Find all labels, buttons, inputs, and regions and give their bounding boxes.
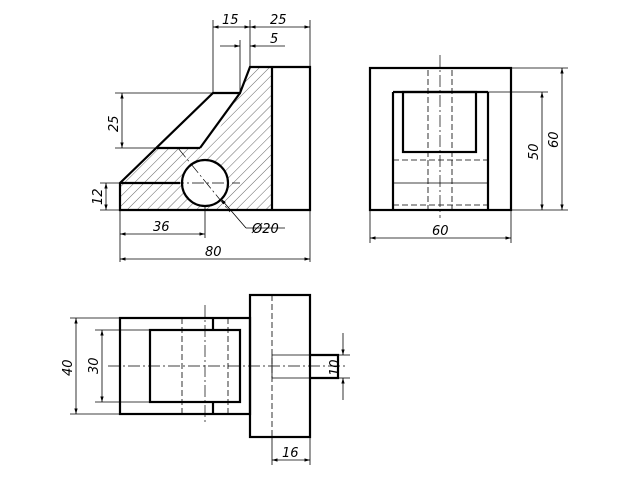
dim-50: 50: [527, 143, 542, 160]
dim-10: 10: [328, 359, 343, 376]
side-boss: [401, 90, 478, 154]
side-view: 50 60 60: [368, 55, 568, 243]
dim-60-bottom: 60: [432, 224, 449, 239]
dim-25-left: 25: [107, 115, 122, 132]
front-section-hatch: [120, 67, 272, 210]
front-hole-fill: [182, 160, 228, 206]
dim-5: 5: [270, 32, 278, 47]
dim-80: 80: [205, 245, 222, 260]
dim-16: 16: [282, 446, 299, 461]
dim-40: 40: [61, 359, 76, 376]
front-outline: [118, 65, 312, 212]
front-dia-leader: [220, 198, 247, 229]
dim-60-right: 60: [547, 131, 562, 148]
side-outline: [368, 66, 513, 212]
plan-rib: [310, 353, 340, 380]
dim-d20: Ø20: [251, 222, 279, 237]
dim-36: 36: [153, 220, 170, 235]
front-section-slope: [199, 92, 241, 149]
dim-12: 12: [91, 188, 106, 205]
dim-30: 30: [87, 357, 102, 374]
dim-25-top: 25: [270, 13, 287, 28]
dim-15: 15: [222, 13, 239, 28]
front-view: Ø20 15 25 5 25 12 36 80: [91, 13, 312, 262]
plan-view: 40 30 10 16: [61, 293, 350, 465]
